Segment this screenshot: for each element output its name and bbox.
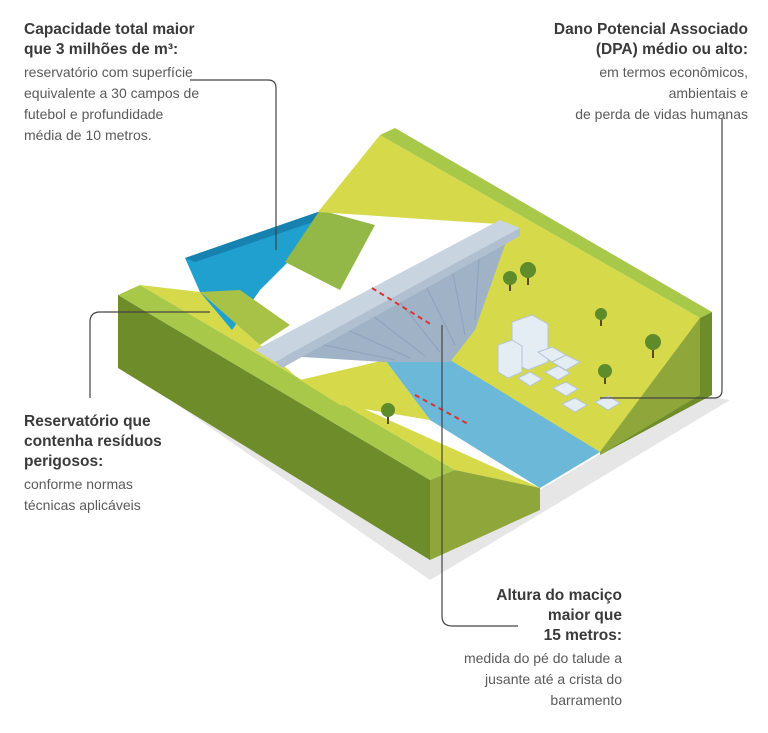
capacity-callout: Capacidade total maior que 3 milhões de … bbox=[24, 20, 254, 146]
tree-icon bbox=[520, 262, 536, 285]
height-heading-line-3: 15 metros: bbox=[543, 627, 622, 644]
left-bank-top bbox=[118, 285, 455, 480]
dpa-heading: Dano Potencial Associado (DPA) médio ou … bbox=[500, 20, 748, 60]
leader-lines bbox=[89, 79, 723, 627]
hazardous-heading: Reservatório que contenha resíduos perig… bbox=[24, 412, 224, 472]
height-body-line-1: medida do pé do talude a bbox=[463, 650, 622, 666]
dam-crest-edge bbox=[275, 228, 520, 368]
reservoir-water-dark bbox=[185, 212, 325, 262]
height-body-line-3: barramento bbox=[550, 692, 622, 708]
dam-crest bbox=[255, 220, 520, 362]
hazardous-body-line-1: conforme normas bbox=[24, 476, 133, 492]
right-bank-cut-face bbox=[600, 318, 700, 455]
left-bank-surface bbox=[140, 285, 540, 488]
dpa-body-line-3: de perda de vidas humanas bbox=[575, 106, 748, 122]
capacity-heading-line-2: que 3 milhões de m³: bbox=[24, 41, 179, 58]
river-water bbox=[385, 360, 600, 488]
hazardous-heading-line-3: perigosos: bbox=[24, 453, 104, 470]
right-bank-edge-top bbox=[380, 128, 712, 318]
tree-icon bbox=[381, 403, 395, 424]
capacity-heading: Capacidade total maior que 3 milhões de … bbox=[24, 20, 254, 60]
dpa-description: em termos econômicos, ambientais e de pe… bbox=[500, 62, 748, 125]
hazardous-heading-line-1: Reservatório que bbox=[24, 413, 151, 430]
left-bank-cut-face bbox=[430, 470, 540, 560]
capacity-body-line-1: reservatório com superfície bbox=[24, 64, 193, 80]
height-body-line-2: jusante até a crista do bbox=[485, 671, 622, 687]
dpa-body-line-1: em termos econômicos, bbox=[599, 64, 748, 80]
capacity-description: reservatório com superfície equivalente … bbox=[24, 62, 254, 146]
hazardous-waste-callout: Reservatório que contenha resíduos perig… bbox=[24, 412, 224, 516]
capacity-heading-line-1: Capacidade total maior bbox=[24, 21, 195, 38]
hazardous-body-line-2: técnicas aplicáveis bbox=[24, 497, 141, 513]
upstream-slope bbox=[200, 290, 290, 345]
tree-icon bbox=[595, 308, 607, 326]
tree-icon bbox=[598, 364, 612, 384]
tree-icon bbox=[503, 271, 517, 291]
height-heading-line-1: Altura do maciço bbox=[496, 587, 622, 604]
height-heading-line-2: maior que bbox=[547, 607, 622, 624]
dpa-heading-line-2: (DPA) médio ou alto: bbox=[595, 41, 748, 58]
ground-shadow bbox=[120, 350, 730, 580]
hazardous-heading-line-2: contenha resíduos bbox=[24, 433, 162, 450]
dpa-body-line-2: ambientais e bbox=[668, 85, 748, 101]
capacity-body-line-4: média de 10 metros. bbox=[24, 127, 152, 143]
capacity-body-line-2: equivalente a 30 campos de bbox=[24, 85, 200, 101]
dpa-heading-line-1: Dano Potencial Associado bbox=[553, 21, 748, 38]
height-heading: Altura do maciço maior que 15 metros: bbox=[440, 586, 622, 646]
river-bank-left bbox=[300, 360, 430, 420]
buildings bbox=[497, 314, 621, 413]
left-bank-front-wall bbox=[118, 295, 430, 560]
capacity-body-line-3: futebol e profundidade bbox=[24, 106, 164, 122]
reservoir-bank-slope bbox=[285, 210, 375, 290]
height-description: medida do pé do talude a jusante até a c… bbox=[440, 648, 622, 711]
tree-icon bbox=[645, 334, 661, 358]
trees bbox=[381, 262, 661, 424]
hazardous-description: conforme normas técnicas aplicáveis bbox=[24, 474, 224, 516]
dpa-callout: Dano Potencial Associado (DPA) médio ou … bbox=[500, 20, 748, 125]
dam-height-callout: Altura do maciço maior que 15 metros: me… bbox=[440, 586, 622, 711]
